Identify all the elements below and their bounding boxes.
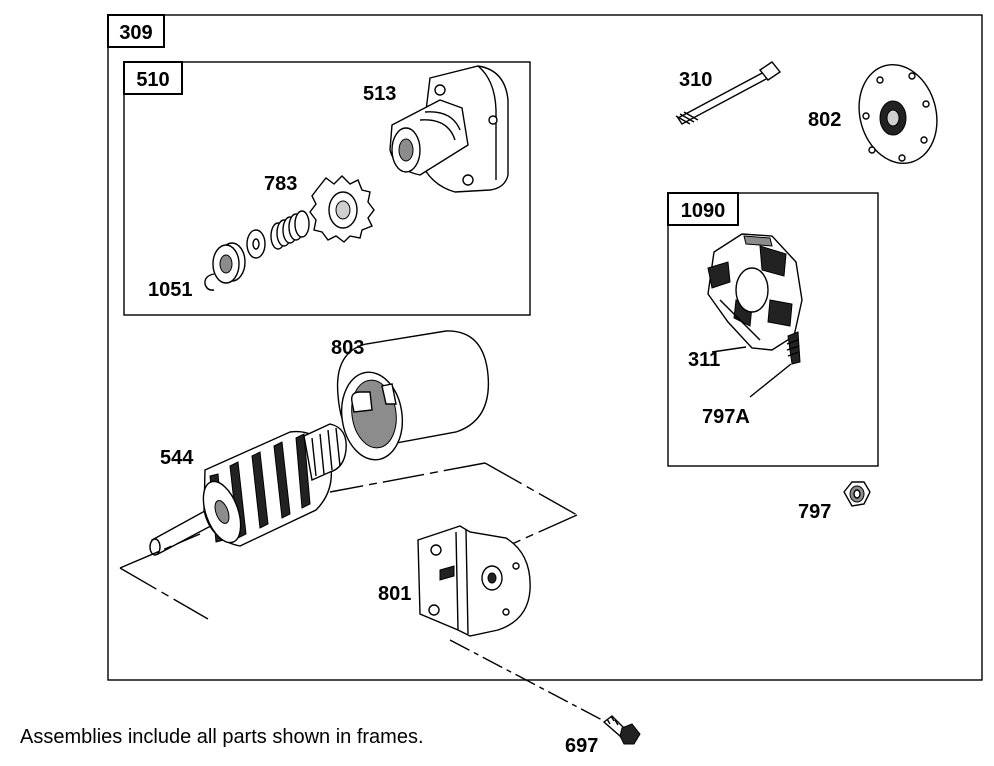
label-310: 310	[679, 69, 712, 91]
part-801-mounting-bracket	[417, 525, 531, 637]
leader-311	[711, 346, 747, 353]
part-1051-retaining-clip	[204, 273, 215, 291]
part-310-through-bolt	[675, 61, 782, 125]
part-803-motor-housing	[336, 330, 490, 461]
part-797A-terminal-stud	[786, 331, 801, 365]
part-797-nut	[843, 481, 871, 507]
alignment-outline	[119, 462, 578, 620]
part-spring	[270, 210, 310, 250]
label-1051: 1051	[148, 279, 193, 301]
label-803: 803	[331, 337, 364, 359]
label-783: 783	[264, 173, 297, 195]
label-801: 801	[378, 583, 411, 605]
frame-label-510: 510	[136, 69, 169, 91]
part-697-screw	[602, 715, 641, 745]
part-513-drive-housing	[389, 65, 509, 193]
part-783-pinion-gear	[309, 175, 375, 243]
label-797A: 797A	[702, 406, 750, 428]
label-802: 802	[808, 109, 841, 131]
part-802-end-plate	[858, 64, 938, 164]
frame-label-309: 309	[119, 22, 152, 44]
part-311-brush-holder	[707, 233, 803, 351]
frame-309: 309	[107, 14, 983, 681]
label-311: 311	[688, 349, 720, 371]
frame-510: 510	[123, 61, 531, 316]
label-797: 797	[798, 501, 831, 523]
part-stop-collar	[212, 242, 246, 284]
label-513: 513	[363, 83, 396, 105]
frame-1090: 1090	[667, 192, 879, 467]
leader-797A	[749, 363, 792, 398]
part-544-armature	[149, 423, 347, 556]
part-washer	[246, 229, 266, 259]
assemblies-footnote: Assemblies include all parts shown in fr…	[20, 726, 424, 748]
frame-label-1090: 1090	[681, 200, 726, 222]
label-697: 697	[565, 735, 598, 757]
label-544: 544	[160, 447, 194, 469]
screw-alignment-line	[449, 639, 607, 723]
